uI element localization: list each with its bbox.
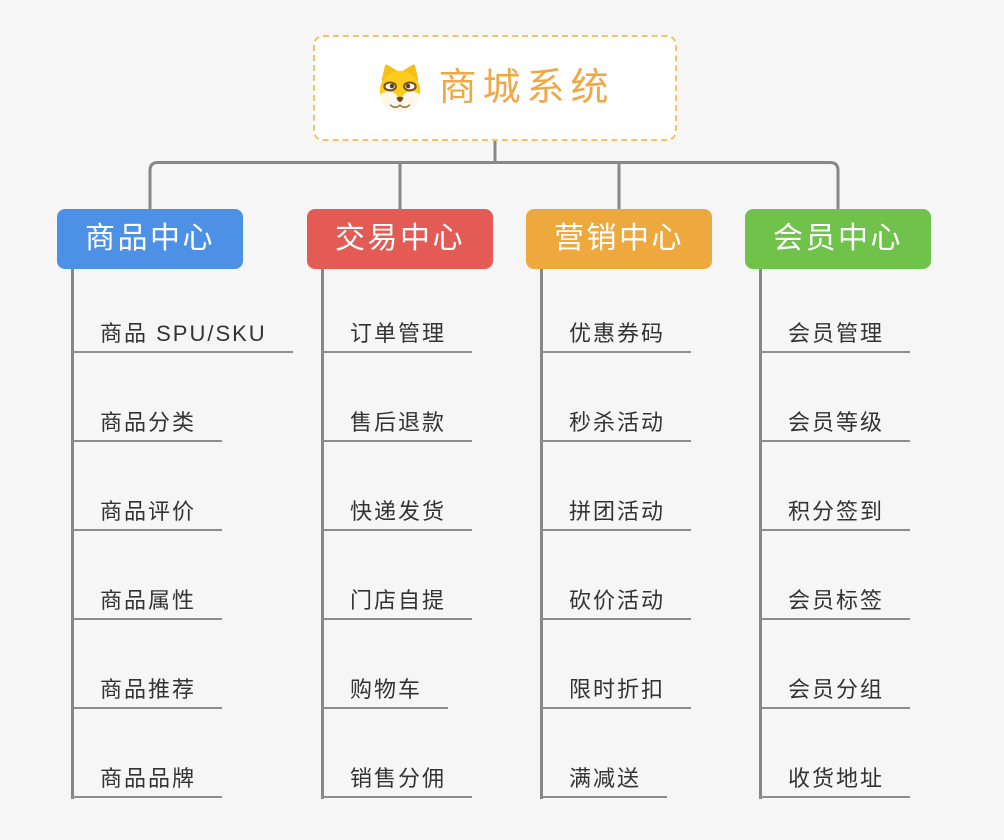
leaf-node[interactable]: 秒杀活动 <box>541 353 692 442</box>
column-line <box>70 269 74 799</box>
branch-node-2[interactable]: 交易中心 <box>307 209 493 269</box>
leaf-label: 商品 SPU/SKU <box>100 320 267 346</box>
leaf-node[interactable]: 商品分类 <box>72 353 223 442</box>
leaf-node[interactable]: 商品属性 <box>72 531 223 620</box>
leaf-node[interactable]: 砍价活动 <box>541 531 692 620</box>
leaf-label: 门店自提 <box>350 587 447 613</box>
leaf-label: 秒杀活动 <box>569 409 666 435</box>
leaf-node[interactable]: 商品评价 <box>72 442 223 531</box>
leaf-node[interactable]: 会员标签 <box>760 531 911 620</box>
leaf-label: 会员标签 <box>788 587 885 613</box>
leaf-label: 收货地址 <box>788 765 885 791</box>
branch-label: 会员中心 <box>773 222 903 255</box>
branch-node-3[interactable]: 营销中心 <box>526 209 712 269</box>
leaf-label: 商品品牌 <box>100 765 197 791</box>
leaf-label: 会员等级 <box>788 409 885 435</box>
leaf-node[interactable]: 优惠券码 <box>541 269 692 353</box>
leaf-node[interactable]: 积分签到 <box>760 442 911 531</box>
leaf-column: 订单管理售后退款快递发货门店自提购物车销售分佣 <box>322 269 473 798</box>
leaf-node[interactable]: 会员管理 <box>760 269 911 353</box>
leaf-node[interactable]: 售后退款 <box>322 353 473 442</box>
column-line <box>320 269 324 799</box>
leaf-column: 会员管理会员等级积分签到会员标签会员分组收货地址 <box>760 269 911 798</box>
leaf-node[interactable]: 门店自提 <box>322 531 473 620</box>
branch-line-left <box>148 161 495 209</box>
leaf-label: 销售分佣 <box>350 765 447 791</box>
branch-label: 交易中心 <box>335 222 465 255</box>
leaf-label: 售后退款 <box>350 409 447 435</box>
root-title: 商城系统 <box>438 67 615 109</box>
leaf-node[interactable]: 订单管理 <box>322 269 473 353</box>
leaf-node[interactable]: 商品推荐 <box>72 620 223 709</box>
leaf-node[interactable]: 会员分组 <box>760 620 911 709</box>
leaf-label: 订单管理 <box>350 320 447 346</box>
leaf-column: 优惠券码秒杀活动拼团活动砍价活动限时折扣满减送 <box>541 269 692 798</box>
column-line <box>758 269 762 799</box>
leaf-node[interactable]: 商品 SPU/SKU <box>72 269 293 353</box>
leaf-label: 拼团活动 <box>569 498 666 524</box>
branch-node-1[interactable]: 商品中心 <box>57 209 243 269</box>
leaf-node[interactable]: 商品品牌 <box>72 709 223 798</box>
branch-label: 商品中心 <box>85 222 215 255</box>
leaf-node[interactable]: 拼团活动 <box>541 442 692 531</box>
leaf-label: 限时折扣 <box>569 676 666 702</box>
leaf-label: 商品属性 <box>100 587 197 613</box>
leaf-node[interactable]: 快递发货 <box>322 442 473 531</box>
leaf-label: 满减送 <box>569 765 642 791</box>
leaf-label: 优惠券码 <box>569 320 666 346</box>
leaf-node[interactable]: 限时折扣 <box>541 620 692 709</box>
leaf-node[interactable]: 销售分佣 <box>322 709 473 798</box>
branch-label: 营销中心 <box>554 222 684 255</box>
leaf-label: 购物车 <box>350 676 423 702</box>
leaf-node[interactable]: 收货地址 <box>760 709 911 798</box>
leaf-column: 商品 SPU/SKU 商品分类商品评价商品属性商品推荐商品品牌 <box>72 269 293 798</box>
leaf-label: 积分签到 <box>788 498 885 524</box>
dog-icon <box>380 64 421 112</box>
leaf-node[interactable]: 会员等级 <box>760 353 911 442</box>
leaf-label: 砍价活动 <box>569 587 666 613</box>
root-node[interactable]: 商城系统 <box>313 35 677 141</box>
leaf-label: 快递发货 <box>350 498 447 524</box>
branch-node-4[interactable]: 会员中心 <box>745 209 931 269</box>
leaf-node[interactable]: 满减送 <box>541 709 668 798</box>
leaf-label: 会员分组 <box>788 676 885 702</box>
branch-line-right <box>495 161 840 209</box>
leaf-label: 商品评价 <box>100 498 197 524</box>
leaf-label: 商品推荐 <box>100 676 197 702</box>
leaf-label: 商品分类 <box>100 409 197 435</box>
leaf-label: 会员管理 <box>788 320 885 346</box>
leaf-node[interactable]: 购物车 <box>322 620 449 709</box>
column-line <box>539 269 543 799</box>
